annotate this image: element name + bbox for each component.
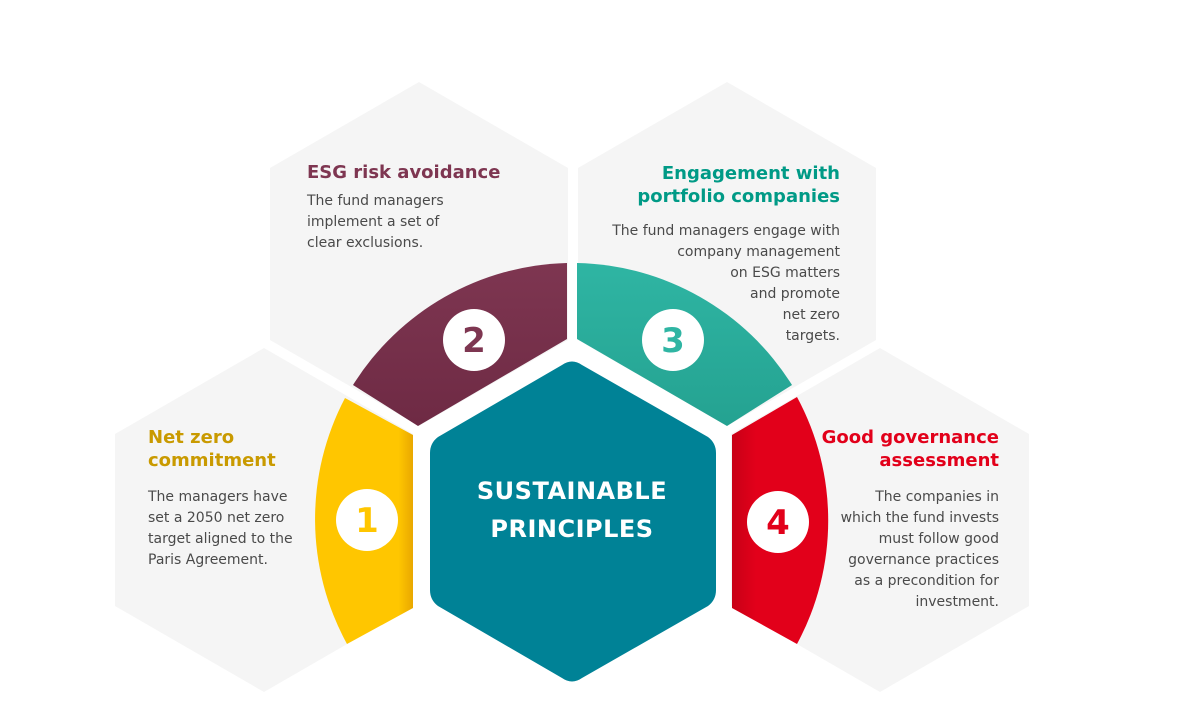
principle-3-body-line: targets. <box>785 328 840 344</box>
number-circle-2 <box>443 309 505 371</box>
principle-1-title-line: commitment <box>148 450 276 471</box>
principle-4-title-line: assessment <box>879 450 999 471</box>
number-circle-4 <box>747 491 809 553</box>
principle-3-title-line: portfolio companies <box>637 186 840 207</box>
number-1: 1 <box>355 501 379 541</box>
principle-4-text: Good governance assessment The companies… <box>800 426 999 613</box>
center-label: SUSTAINABLE PRINCIPLES <box>452 472 692 548</box>
principle-4-title: Good governance assessment <box>800 426 999 472</box>
principle-1-body: The managers have set a 2050 net zero ta… <box>148 487 318 571</box>
principle-3-body-line: net zero <box>782 307 840 323</box>
principle-1-title: Net zero commitment <box>148 426 318 472</box>
principle-1-body-line: The managers have <box>148 489 288 505</box>
number-circle-1 <box>336 489 398 551</box>
principle-3-body-line: on ESG matters <box>730 265 840 281</box>
principle-4-body-line: must follow good <box>878 531 999 547</box>
center-hexagon <box>430 361 716 682</box>
principle-3-title: Engagement with portfolio companies <box>590 162 840 208</box>
principle-4-body-line: governance practices <box>848 552 999 568</box>
principle-4-body-line: as a precondition for <box>854 573 999 589</box>
principle-1-title-line: Net zero <box>148 427 235 448</box>
number-2: 2 <box>462 321 486 361</box>
principle-2-title: ESG risk avoidance <box>307 161 547 184</box>
principle-1-body-line: target aligned to the <box>148 531 293 547</box>
principle-2-body-line: implement a set of <box>307 214 440 230</box>
principle-2-title-line: ESG risk avoidance <box>307 162 501 183</box>
number-circle-3 <box>642 309 704 371</box>
principle-4-body-line: The companies in <box>875 489 999 505</box>
principle-1-body-line: set a 2050 net zero <box>148 510 285 526</box>
number-4: 4 <box>766 503 790 543</box>
principle-3-body-line: The fund managers engage with <box>612 223 840 239</box>
principle-2-body: The fund managers implement a set of cle… <box>307 191 547 254</box>
principle-4-title-line: Good governance <box>821 427 999 448</box>
principle-3-title-line: Engagement with <box>661 163 840 184</box>
center-label-line-2: PRINCIPLES <box>490 515 654 543</box>
center-label-line-1: SUSTAINABLE <box>476 477 668 505</box>
principle-4-body-line: investment. <box>915 594 999 610</box>
principle-3-text: Engagement with portfolio companies The … <box>590 162 840 347</box>
principle-2-body-line: The fund managers <box>307 193 444 209</box>
principle-2-body-line: clear exclusions. <box>307 235 424 251</box>
principle-4-body-line: which the fund invests <box>840 510 999 526</box>
principle-3-body-line: company management <box>677 244 840 260</box>
number-3: 3 <box>661 321 685 361</box>
principle-1-text: Net zero commitment The managers have se… <box>148 426 318 571</box>
principle-3-body-line: and promote <box>750 286 840 302</box>
principle-1-body-line: Paris Agreement. <box>148 552 268 568</box>
principle-2-text: ESG risk avoidance The fund managers imp… <box>307 161 547 254</box>
principle-3-body: The fund managers engage with company ma… <box>590 221 840 347</box>
principle-4-body: The companies in which the fund invests … <box>800 487 999 613</box>
